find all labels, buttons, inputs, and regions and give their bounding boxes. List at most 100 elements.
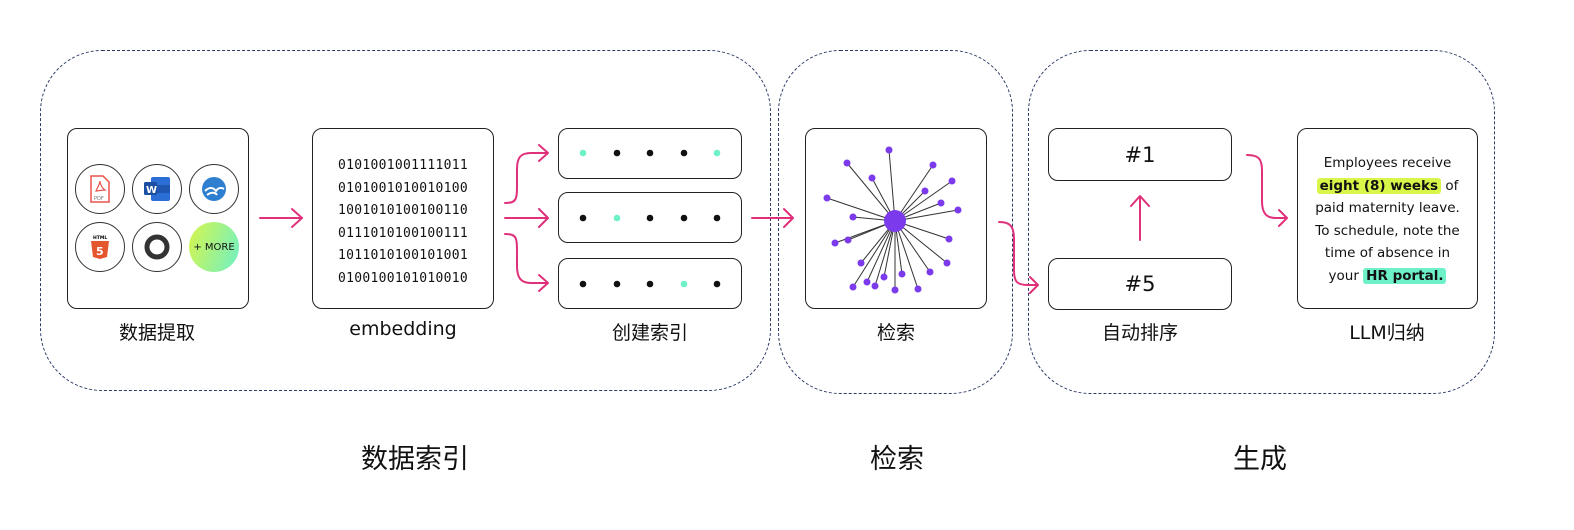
index-dot bbox=[680, 149, 688, 157]
graph-node bbox=[937, 199, 945, 207]
index-dot-highlight bbox=[613, 214, 621, 222]
graph-node bbox=[863, 278, 871, 286]
graph-node bbox=[914, 285, 922, 293]
highlight-hr-portal: HR portal. bbox=[1363, 267, 1447, 284]
graph-node bbox=[885, 146, 893, 154]
graph-edge bbox=[894, 220, 919, 290]
answer-text: time of absence in bbox=[1324, 245, 1451, 261]
graph-edge bbox=[894, 220, 948, 264]
arrow-search-to-rerank bbox=[998, 221, 1039, 294]
group-data-indexing bbox=[40, 50, 771, 391]
index-dot bbox=[646, 149, 654, 157]
graph-node bbox=[943, 259, 951, 267]
group-generation-label: 生成 bbox=[1233, 444, 1287, 475]
binary-vectors: 0101001001111011 0101001010010100 100101… bbox=[312, 155, 494, 290]
rerank-label: 自动排序 bbox=[1101, 322, 1179, 344]
graph-node bbox=[823, 194, 831, 202]
search-label: 检索 bbox=[876, 322, 916, 344]
graph-edge bbox=[894, 180, 953, 222]
graph-node bbox=[948, 177, 956, 185]
llm-answer-text: Employees receive eight (8) weeks of pai… bbox=[1297, 152, 1478, 287]
binary-line: 1001010100100110 bbox=[337, 203, 469, 218]
group-generation bbox=[1028, 50, 1495, 394]
more-formats-badge: + MORE bbox=[189, 222, 239, 272]
graph-node bbox=[945, 235, 953, 243]
index-dot bbox=[579, 280, 587, 288]
group-retrieval bbox=[778, 50, 1013, 394]
highlight-duration: eight (8) weeks bbox=[1316, 177, 1442, 194]
graph-node bbox=[891, 286, 899, 294]
binary-line: 0111010100100111 bbox=[337, 225, 469, 241]
answer-text: paid maternity leave. bbox=[1315, 200, 1460, 216]
data-extract-box bbox=[67, 128, 249, 309]
openoffice-icon bbox=[189, 164, 239, 214]
index-dot-highlight bbox=[579, 149, 587, 157]
svg-text:HTML: HTML bbox=[93, 235, 107, 241]
graph-node bbox=[926, 268, 934, 276]
index-dot-highlight bbox=[713, 149, 721, 157]
answer-text: of bbox=[1445, 177, 1459, 194]
svg-text:5: 5 bbox=[96, 245, 104, 258]
binary-line: 1011010100101001 bbox=[337, 248, 469, 263]
html5-icon: HTML 5 bbox=[75, 222, 125, 272]
svg-text:PDF: PDF bbox=[94, 196, 104, 202]
graph-node bbox=[871, 282, 879, 290]
index-dot bbox=[713, 214, 721, 222]
index-dot bbox=[646, 280, 654, 288]
graph-node bbox=[843, 159, 851, 167]
graph-edge bbox=[888, 149, 896, 222]
answer-text: To schedule, note the bbox=[1315, 222, 1460, 239]
index-dot bbox=[613, 280, 621, 288]
svg-text:W: W bbox=[146, 185, 157, 196]
rank-1-box: #1 bbox=[1048, 128, 1232, 181]
index-dot bbox=[613, 149, 621, 157]
graph-node bbox=[849, 213, 857, 221]
create-index-label: 创建索引 bbox=[611, 322, 689, 344]
binary-line: 0101001010010100 bbox=[337, 180, 469, 196]
graph-node bbox=[880, 273, 888, 281]
arrow-rerank-up bbox=[1130, 195, 1150, 241]
embedding-box bbox=[312, 128, 494, 309]
graph-edge bbox=[874, 220, 896, 287]
index-dot bbox=[646, 214, 654, 222]
graph-edge bbox=[852, 220, 896, 288]
word-icon: W bbox=[132, 164, 182, 214]
rank-5-box: #5 bbox=[1048, 258, 1232, 310]
graph-edge bbox=[826, 197, 896, 222]
graph-node bbox=[929, 161, 937, 169]
binary-line: 0101001001111011 bbox=[337, 158, 469, 173]
graph-hub-node bbox=[884, 210, 906, 232]
graph-node bbox=[921, 187, 929, 195]
graph-edge bbox=[866, 220, 896, 283]
graph-node bbox=[849, 283, 857, 291]
binary-line: 0100100101010010 bbox=[337, 270, 469, 286]
arrow-rerank-to-llm bbox=[1246, 154, 1288, 227]
index-dot bbox=[680, 214, 688, 222]
graph-node bbox=[831, 239, 839, 247]
index-dot bbox=[579, 214, 587, 222]
pdf-icon: PDF bbox=[75, 164, 125, 214]
graph-edge bbox=[894, 164, 934, 222]
arrow-to-index-1 bbox=[504, 144, 549, 204]
json-icon bbox=[132, 222, 182, 272]
graph-edge bbox=[846, 162, 896, 222]
answer-text: your bbox=[1328, 267, 1359, 284]
embedding-label: embedding bbox=[349, 318, 457, 340]
arrow-to-index-3 bbox=[504, 233, 549, 292]
data-extract-label: 数据提取 bbox=[118, 322, 196, 344]
index-dot bbox=[713, 280, 721, 288]
graph-node bbox=[844, 236, 852, 244]
graph-node bbox=[898, 270, 906, 278]
graph-node bbox=[954, 206, 962, 214]
arrow-extract-to-embedding bbox=[259, 208, 303, 228]
group-retrieval-label: 检索 bbox=[870, 444, 924, 475]
answer-text: Employees receive bbox=[1323, 155, 1452, 171]
group-indexing-label: 数据索引 bbox=[361, 444, 469, 475]
llm-summarize-label: LLM归纳 bbox=[1349, 322, 1425, 344]
arrow-index-to-search bbox=[751, 208, 794, 228]
arrow-to-index-2 bbox=[504, 208, 549, 228]
graph-node bbox=[868, 174, 876, 182]
graph-node bbox=[857, 259, 865, 267]
index-dot-highlight bbox=[680, 280, 688, 288]
